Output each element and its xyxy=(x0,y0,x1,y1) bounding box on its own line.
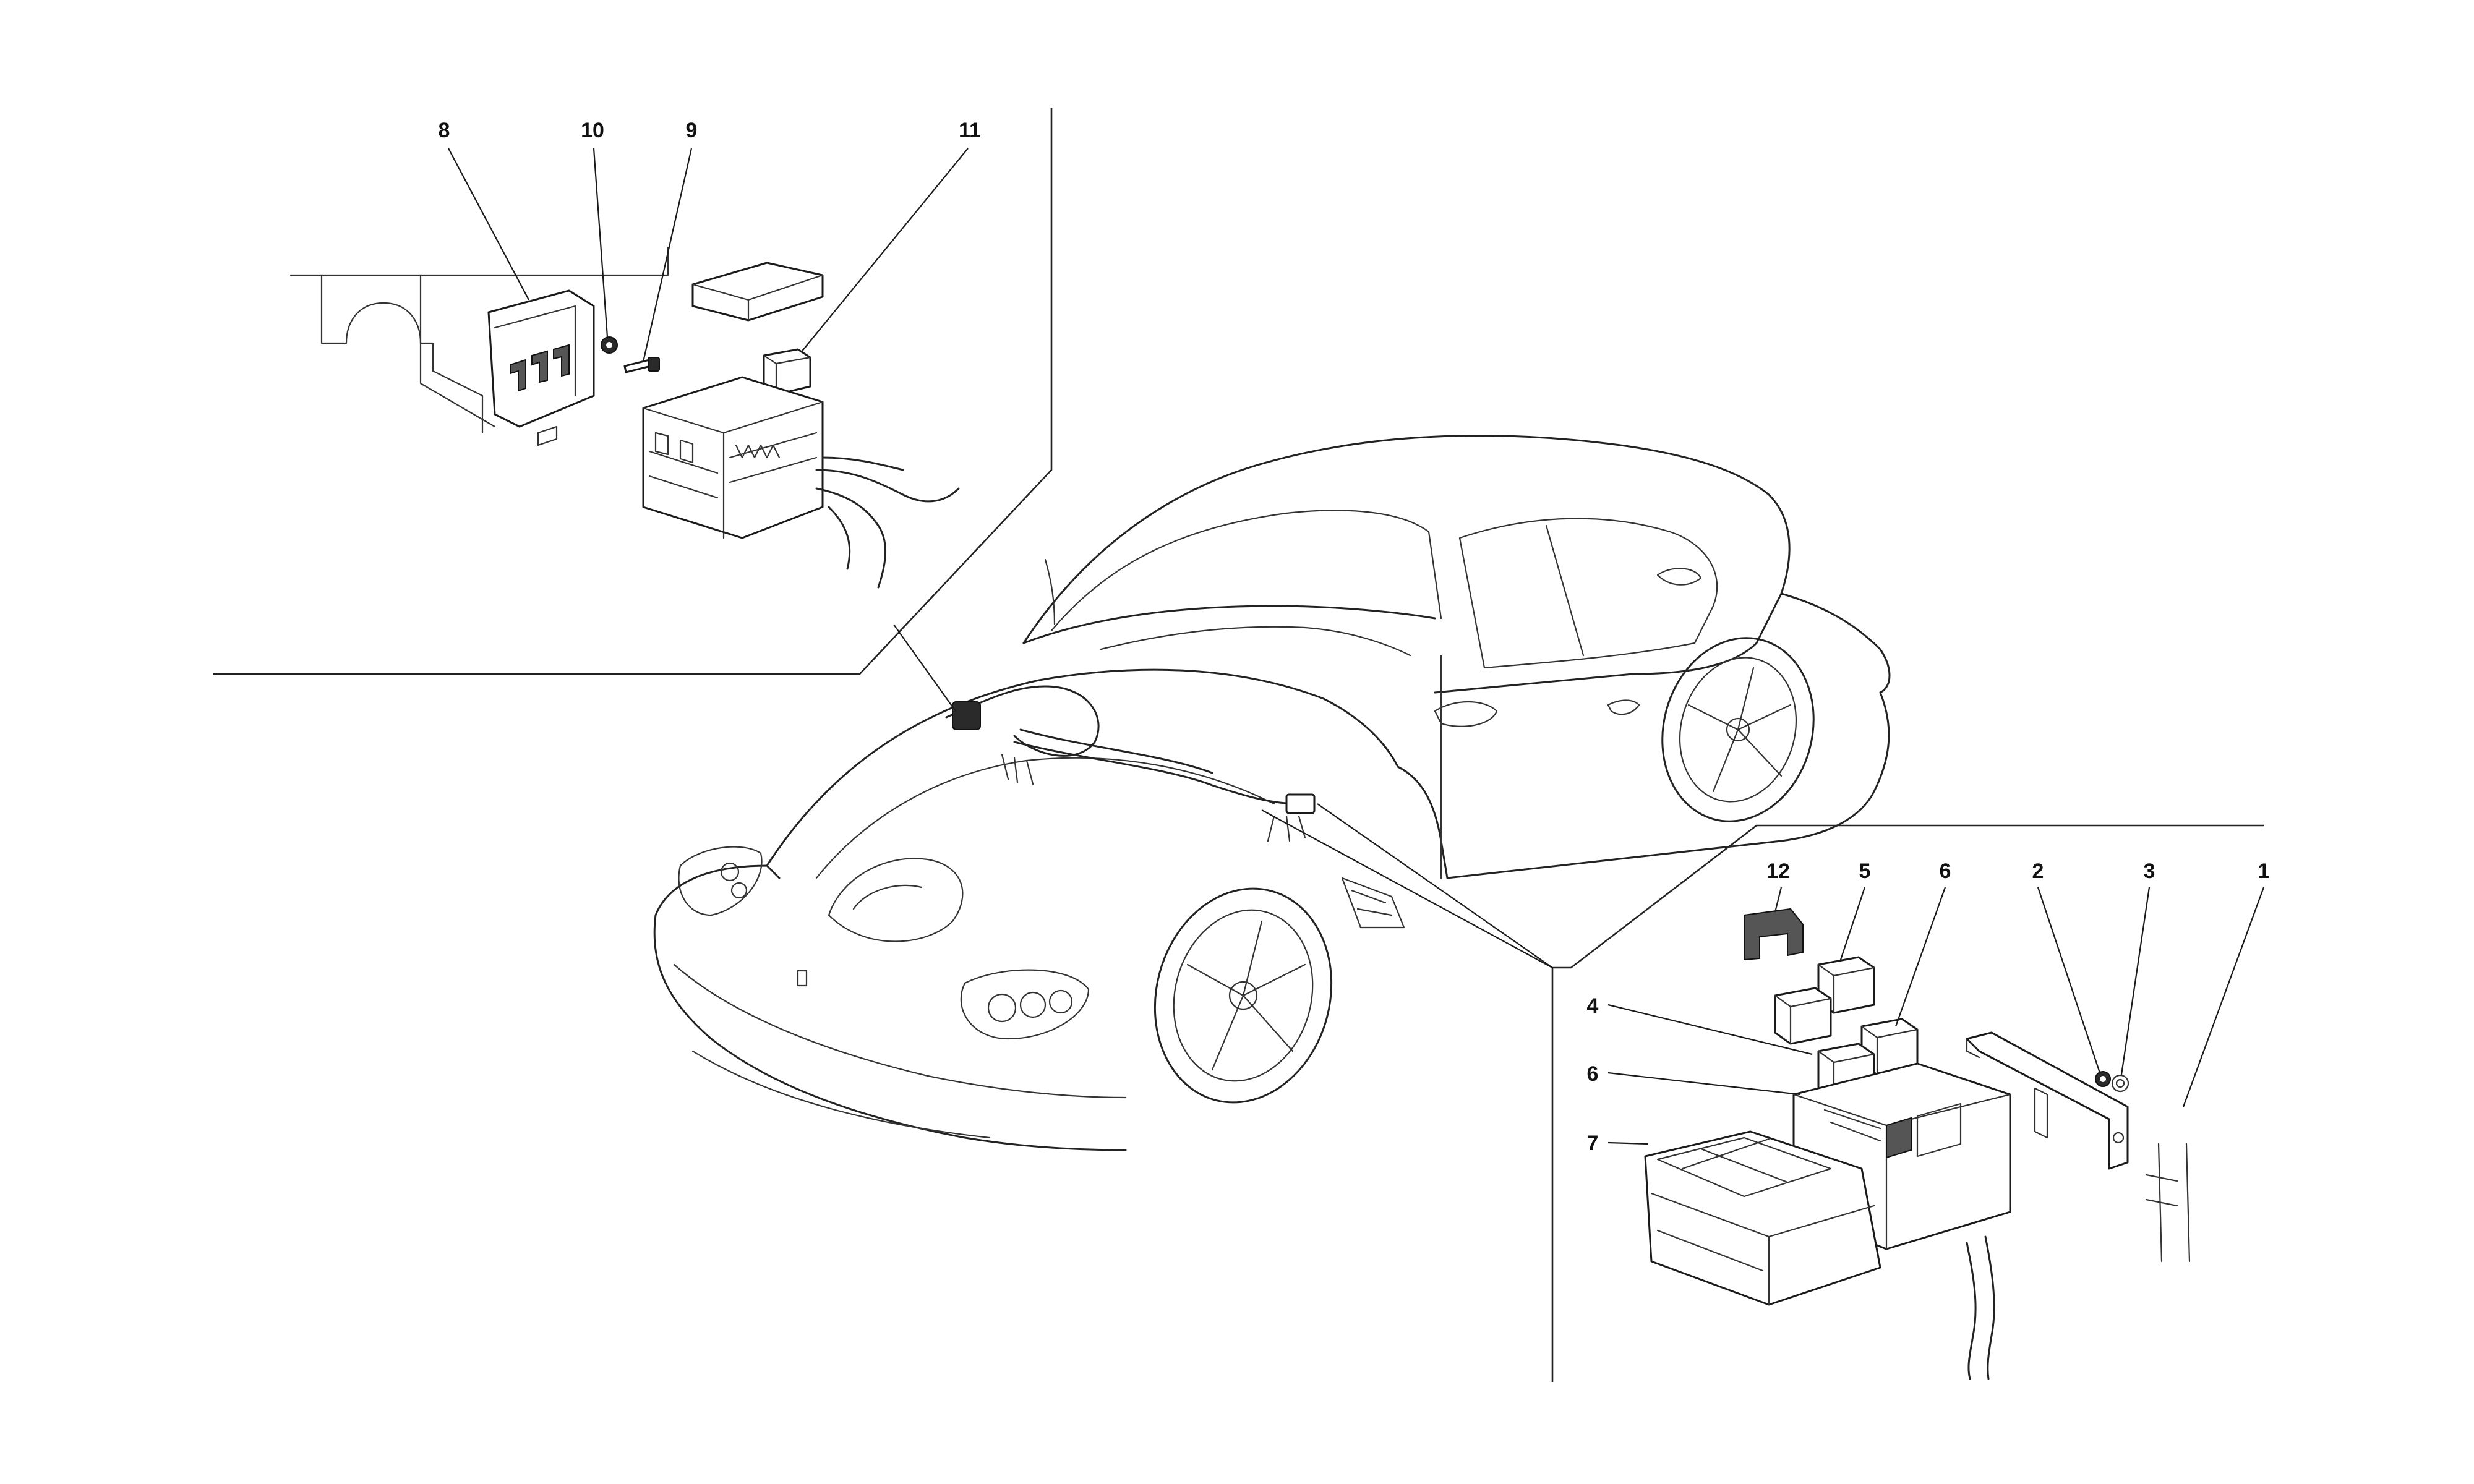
callout-5: 5 xyxy=(1859,859,1871,883)
callout-6-top: 6 xyxy=(1940,859,1951,883)
relay-bracket-part-12 xyxy=(1744,908,1804,961)
car-body-outline xyxy=(653,435,1891,1151)
leader-lines xyxy=(448,148,2265,1145)
mounting-bracket-panel xyxy=(289,246,669,434)
callout-11: 11 xyxy=(959,119,981,142)
fuse-box-assembly xyxy=(642,376,960,589)
control-unit-part-8 xyxy=(487,289,595,446)
wiring-harness-on-car xyxy=(945,685,1316,842)
mounting-bracket-part-1 xyxy=(1966,1031,2191,1263)
callout-6-bottom: 6 xyxy=(1587,1062,1599,1086)
callout-8: 8 xyxy=(439,119,450,142)
callout-7: 7 xyxy=(1587,1132,1599,1155)
callout-3: 3 xyxy=(2144,859,2155,883)
callout-2: 2 xyxy=(2032,859,2044,883)
screw-part-9 xyxy=(623,357,660,373)
callout-9: 9 xyxy=(686,119,698,142)
inset-frame-top-left xyxy=(213,108,1053,675)
callout-labels: 8 10 9 11 12 5 6 2 3 1 4 6 7 xyxy=(439,119,2270,1155)
washer-part-3 xyxy=(2111,1074,2129,1093)
callout-12: 12 xyxy=(1766,859,1790,883)
nut-part-2 xyxy=(2095,1071,2111,1087)
inset-frame-bottom-right xyxy=(1551,824,2264,1382)
fuse-box-cover xyxy=(691,262,824,322)
fuse-box-part-7 xyxy=(1644,1130,1881,1306)
callout-4: 4 xyxy=(1587,994,1599,1018)
nut-part-10 xyxy=(601,336,618,354)
callout-10: 10 xyxy=(581,119,604,142)
callout-1: 1 xyxy=(2258,859,2270,883)
